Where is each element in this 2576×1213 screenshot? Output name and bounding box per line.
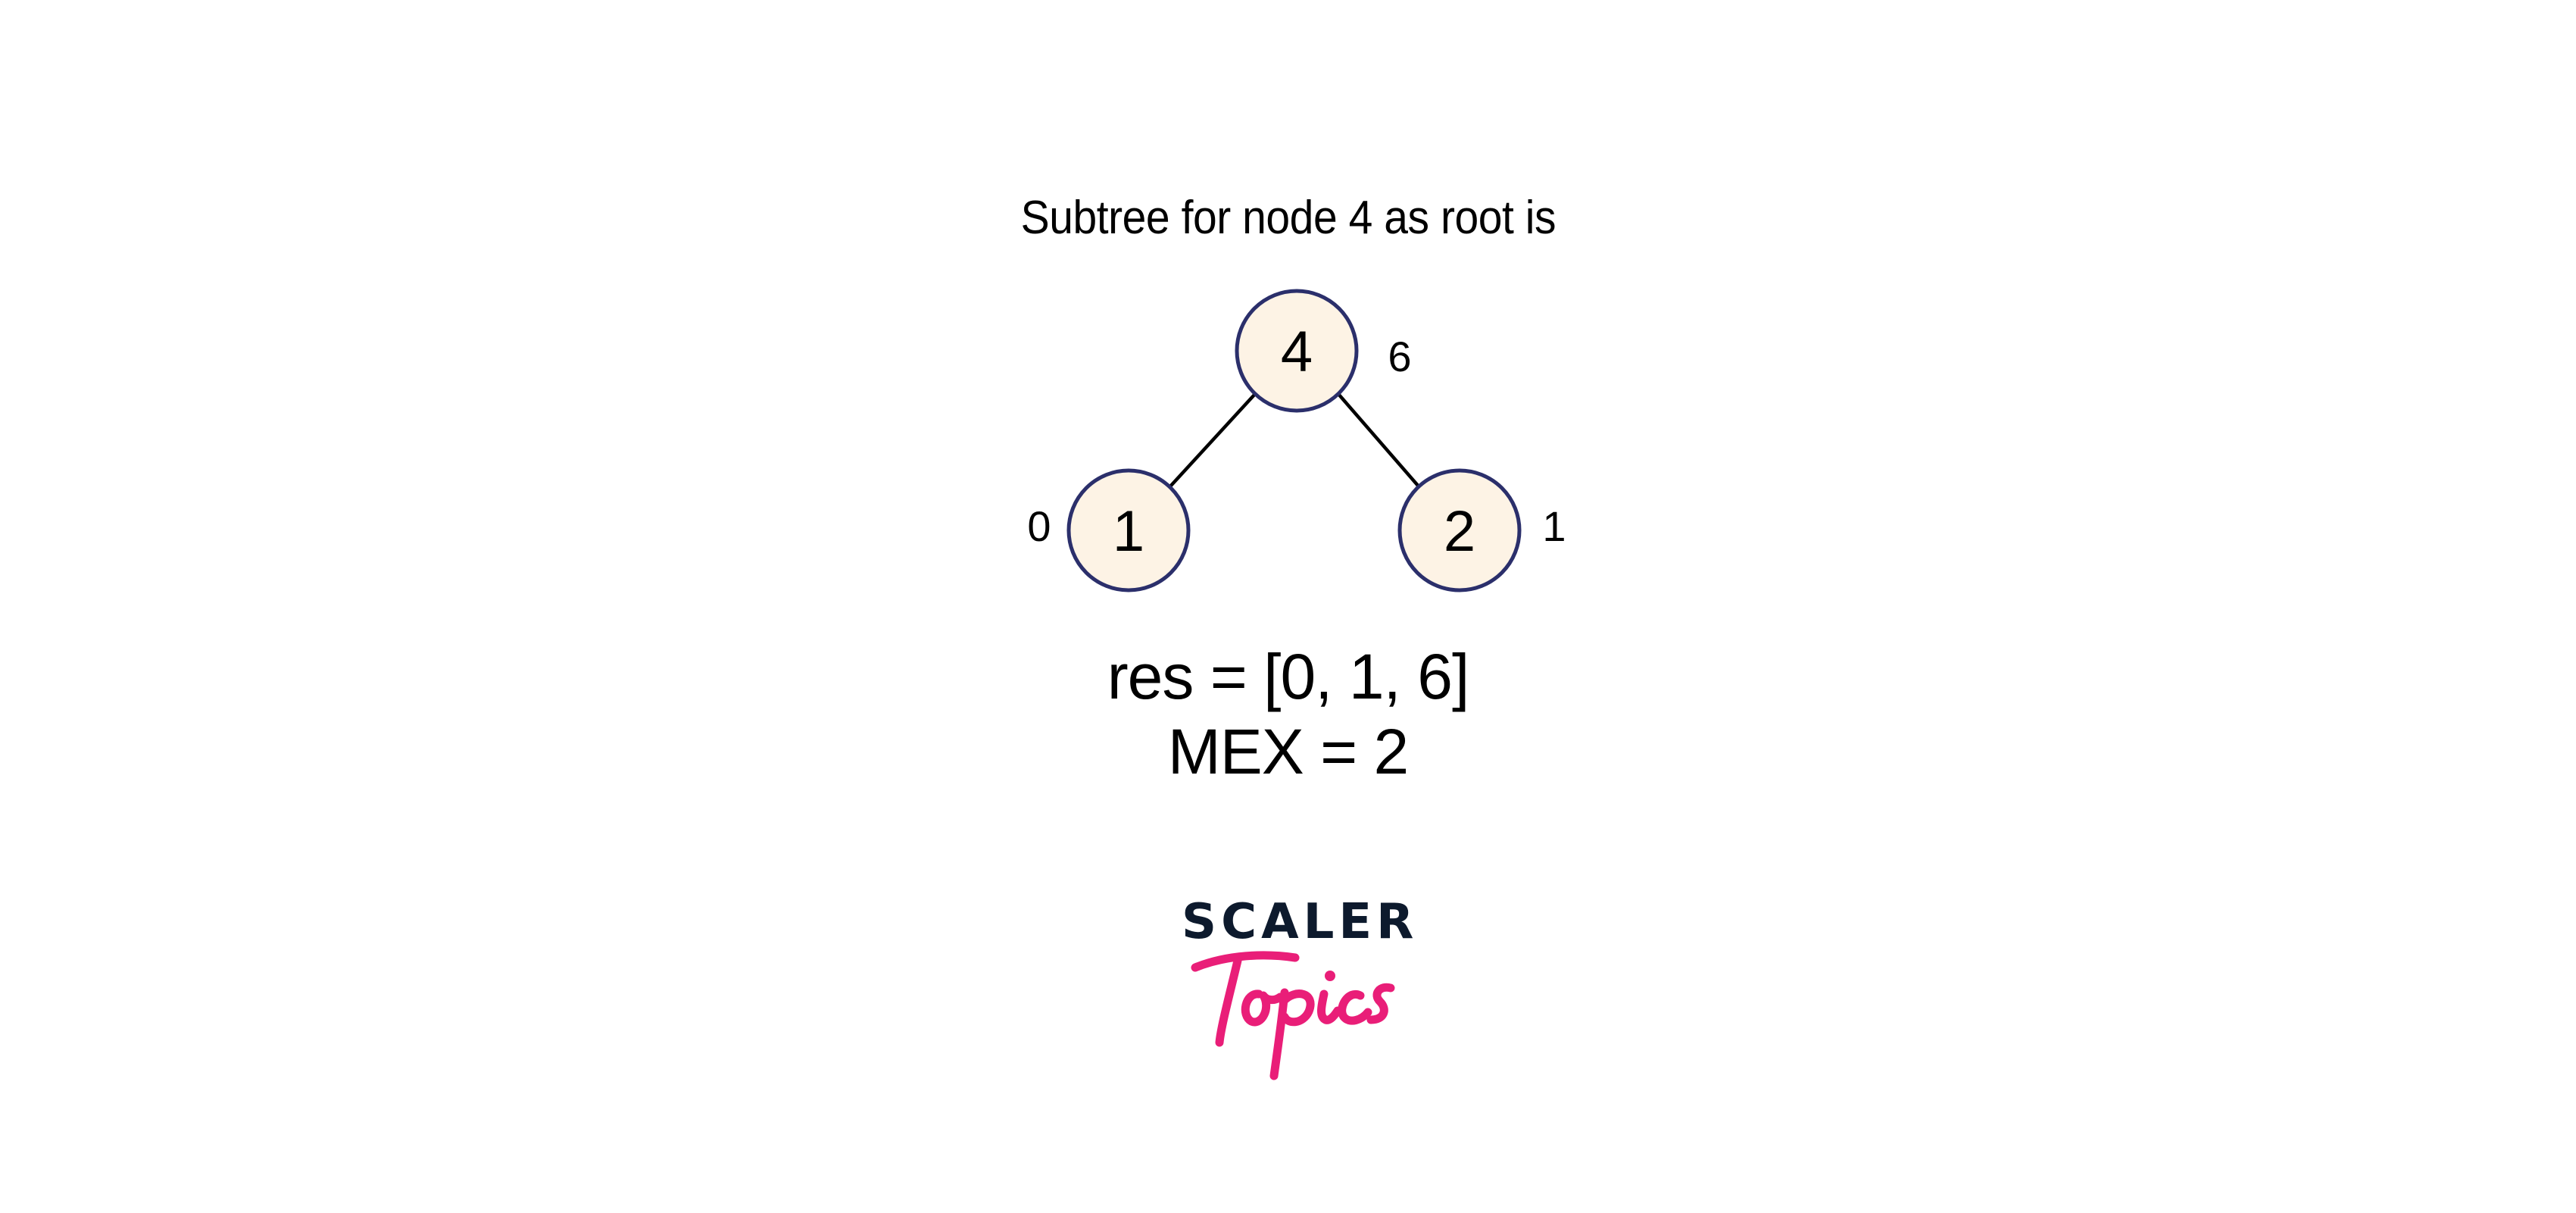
- logo-brand-text: SCALER: [1182, 894, 1419, 950]
- node-1-id: 1: [1113, 499, 1144, 564]
- scaler-topics-logo: SCALER: [1182, 894, 1419, 1091]
- node-1-value-label: 0: [1027, 502, 1051, 550]
- node-4-value-label: 6: [1388, 333, 1411, 380]
- diagram-title: Subtree for node 4 as root is: [1020, 192, 1557, 244]
- edge-4-1: [1169, 392, 1257, 488]
- node-2-id: 2: [1444, 499, 1475, 564]
- mex-result-text: MEX = 2: [1167, 716, 1409, 787]
- node-4: 4: [1235, 289, 1359, 413]
- node-1: 1: [1066, 468, 1191, 592]
- edge-4-2: [1337, 392, 1420, 488]
- node-2: 2: [1397, 468, 1522, 592]
- node-2-value-label: 1: [1542, 502, 1566, 550]
- res-array-text: res = [0, 1, 6]: [1107, 641, 1470, 712]
- logo-topics-script: [1191, 951, 1395, 1080]
- node-4-id: 4: [1281, 320, 1313, 384]
